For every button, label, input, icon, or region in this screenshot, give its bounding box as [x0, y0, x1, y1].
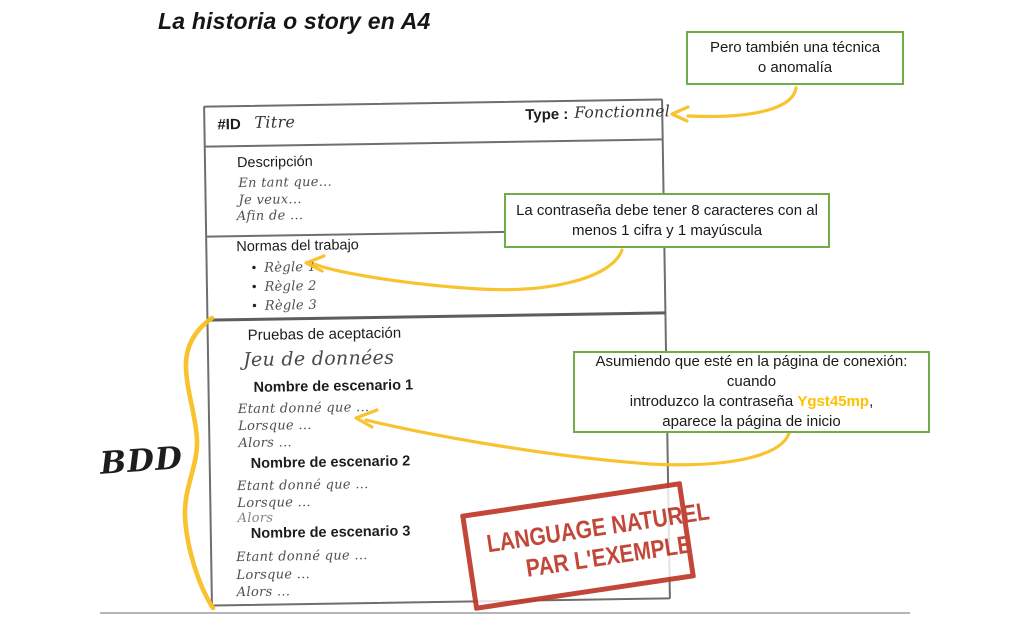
- scenario-line: Etant donné que ...: [236, 548, 368, 566]
- scenario-name: Nombre de escenario 2: [250, 453, 411, 472]
- callout-contrasena: La contraseña debe tener 8 caracteres co…: [504, 193, 830, 248]
- callout-tecnica-line: o anomalía: [757, 59, 833, 76]
- scenario-line: Lorsque ...: [238, 417, 312, 435]
- bullet-icon: •: [251, 278, 257, 294]
- scenario-line: Etant donné que ...: [236, 477, 369, 495]
- bottom-rule: [100, 612, 910, 614]
- callout-contrasena-line: La contraseña debe tener 8 caracteres co…: [516, 201, 818, 219]
- card-type-value-handwritten: Fonctionnel: [574, 102, 671, 122]
- scenario-line: Lorsque ...: [236, 567, 311, 584]
- arrow-callout-to-type-icon: [686, 86, 798, 119]
- password-text-post: ,: [869, 393, 874, 410]
- rule-item: •Règle 1: [251, 259, 317, 276]
- card-type-label: Type :: [525, 105, 569, 124]
- description-line: Afin de ...: [236, 208, 304, 225]
- card-id-label: #ID: [217, 116, 241, 134]
- password-text-pre: introduzco la contraseña: [629, 393, 798, 410]
- description-line: En tant que...: [238, 174, 333, 192]
- scenario-line: Alors ...: [236, 584, 291, 601]
- scenario-line: Alors: [237, 510, 274, 527]
- rule-item: •Règle 3: [252, 297, 318, 314]
- header-divider: [204, 138, 663, 148]
- card-title-handwritten: Titre: [254, 112, 296, 132]
- scenario-name: Nombre de escenario 1: [253, 377, 414, 396]
- bullet-icon: •: [251, 259, 257, 275]
- scenario-name: Nombre de escenario 3: [250, 523, 411, 542]
- description-label: Descripción: [236, 153, 313, 172]
- page-title: La historia o story en A4: [158, 8, 431, 34]
- rules-label: Normas del trabajo: [236, 237, 359, 256]
- arrowhead-type-icon: [670, 105, 690, 123]
- bullet-icon: •: [252, 297, 257, 313]
- description-line: Je veux...: [238, 192, 302, 209]
- dataset-label-handwritten: Jeu de données: [242, 346, 395, 372]
- callout-asumiendo-line: aparece la página de inicio: [662, 412, 841, 430]
- callout-contrasena-line: menos 1 cifra y 1 mayúscula: [571, 221, 763, 239]
- scenario-line: Lorsque ...: [237, 495, 312, 512]
- acceptance-label: Pruebas de aceptación: [247, 324, 402, 344]
- password-highlight: Ygst45mp: [797, 393, 870, 410]
- rule-item: •Règle 2: [251, 278, 317, 295]
- callout-tecnica-line: Pero también una técnica: [709, 39, 881, 57]
- scenario-line: Etant donné que ...: [237, 400, 370, 418]
- callout-asumiendo-line: introduzco la contraseña Ygst45mp,: [630, 392, 873, 412]
- bdd-label: BDD: [98, 440, 185, 482]
- callout-asumiendo: Asumiendo que esté en la página de conex…: [573, 351, 930, 433]
- callout-asumiendo-line: Asumiendo que esté en la página de conex…: [595, 353, 908, 391]
- scenario-line: Alors ...: [238, 435, 293, 452]
- callout-tecnica: Pero también una técnica o anomalía: [686, 31, 904, 85]
